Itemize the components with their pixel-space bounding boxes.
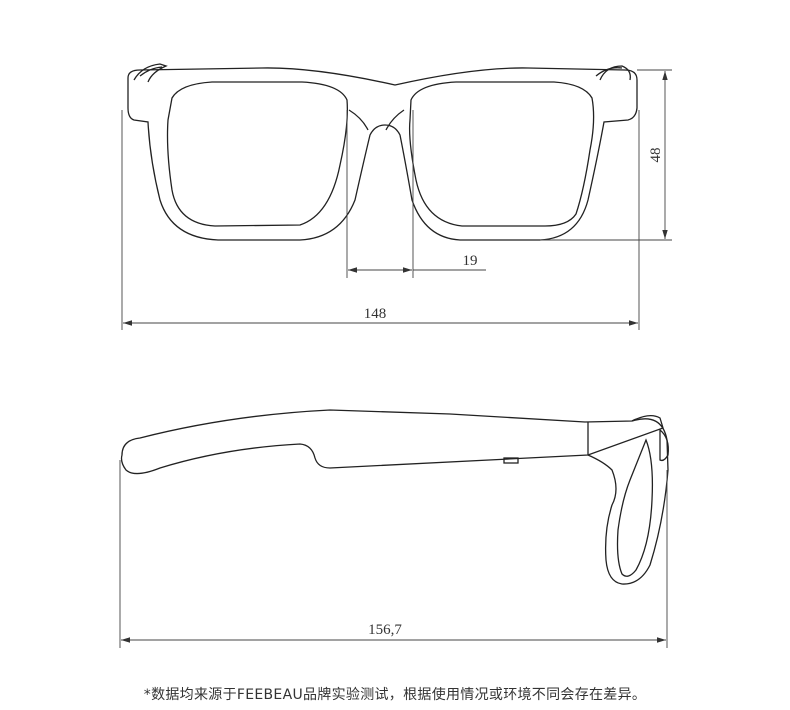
bridge-width-label: 19: [463, 253, 478, 269]
frame-inner-profile: [616, 438, 654, 577]
nose-pad: [659, 428, 669, 462]
temple-length-label: 156,7: [368, 622, 402, 638]
nose-bridge: [348, 109, 405, 131]
left-hinge: [133, 63, 168, 83]
frame-width-label: 148: [364, 306, 387, 322]
frame-outline: [127, 67, 638, 241]
frame-front-profile: [587, 418, 669, 585]
frame-height-label: 48: [648, 148, 664, 163]
hinge-tab: [503, 457, 519, 464]
disclaimer-note: *数据均来源于FEEBEAU品牌实验测试，根据使用情况或环境不同会存在差异。: [143, 687, 647, 703]
right-hinge: [595, 65, 631, 81]
side-view: 156,7: [119, 409, 669, 648]
front-view: 48 19 148: [121, 63, 672, 330]
temple-arm: [120, 409, 664, 475]
right-lens: [408, 81, 595, 227]
left-lens: [166, 81, 348, 227]
